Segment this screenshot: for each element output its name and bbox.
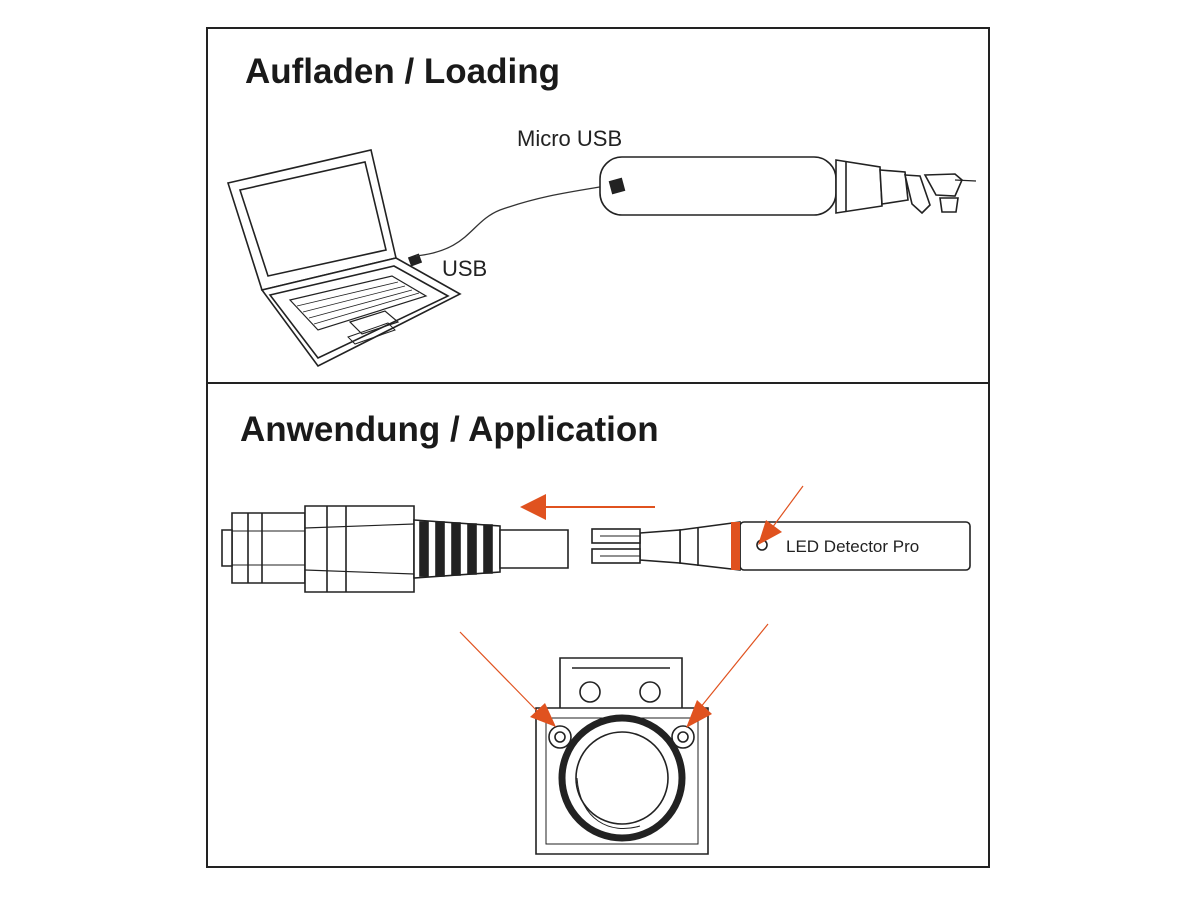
left-led-pointer-arrow bbox=[459, 631, 541, 715]
laptop-illustration bbox=[226, 149, 462, 368]
rj45-plug-illustration bbox=[221, 505, 569, 593]
micro-usb-label: Micro USB bbox=[517, 126, 623, 151]
led-detector-pro-illustration bbox=[591, 521, 971, 571]
network-jack-illustration bbox=[535, 657, 709, 855]
arrowhead-icon bbox=[530, 703, 556, 727]
arrowhead-icon bbox=[520, 494, 546, 520]
loading-section-title: Aufladen / Loading bbox=[245, 52, 560, 91]
diagram-frame bbox=[206, 27, 990, 868]
led-pointer-arrow bbox=[771, 485, 804, 529]
detector-pen-charging bbox=[599, 156, 977, 216]
section-divider bbox=[206, 382, 990, 384]
device-name-label: LED Detector Pro bbox=[786, 537, 920, 556]
usb-label: USB bbox=[442, 256, 488, 281]
arrowhead-icon bbox=[758, 520, 782, 545]
arrowhead-icon bbox=[686, 700, 712, 728]
orange-band bbox=[731, 522, 740, 570]
usb-cable bbox=[415, 185, 607, 257]
right-led-pointer-arrow bbox=[699, 623, 769, 709]
application-section-title: Anwendung / Application bbox=[240, 410, 659, 449]
